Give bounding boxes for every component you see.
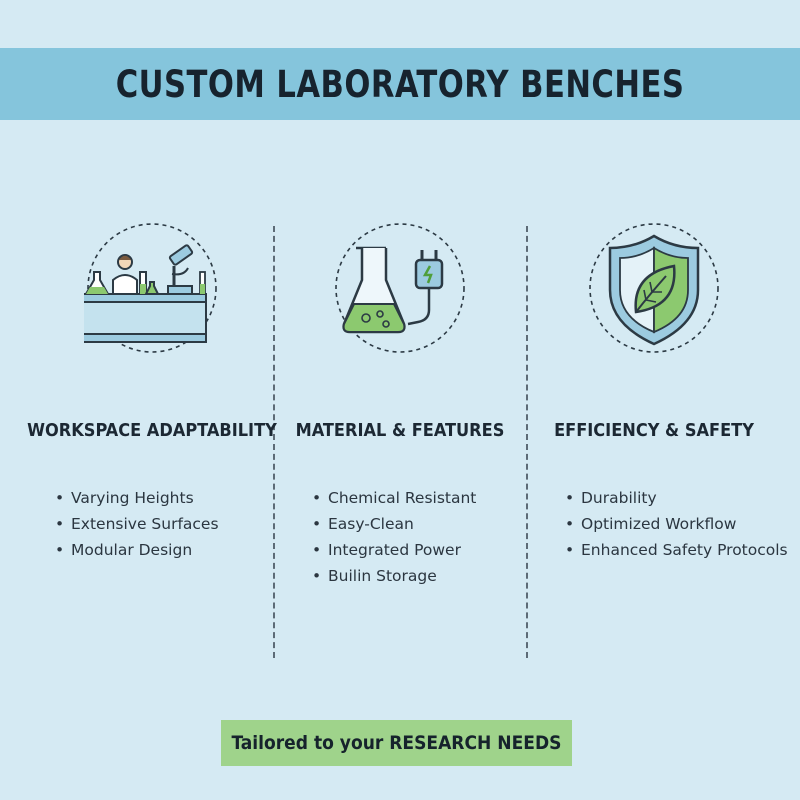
list-item: Modular Design xyxy=(55,537,219,563)
feature-column-efficiency: EFFICIENCY & SAFETY Durability Optimized… xyxy=(529,220,788,559)
column-heading: MATERIAL & FEATURES xyxy=(295,420,505,441)
list-item: Chemical Resistant xyxy=(312,485,476,511)
page-title: CUSTOM LABORATORY BENCHES xyxy=(115,62,685,106)
list-item: Enhanced Safety Protocols xyxy=(565,537,788,563)
column-divider xyxy=(526,226,528,658)
feature-list: Varying Heights Extensive Surfaces Modul… xyxy=(55,485,219,563)
list-item: Easy-Clean xyxy=(312,511,476,537)
feature-list: Durability Optimized Workflow Enhanced S… xyxy=(565,485,788,563)
flask-plug-icon xyxy=(332,220,468,356)
list-item: Varying Heights xyxy=(55,485,219,511)
list-item: Builin Storage xyxy=(312,563,476,589)
feature-column-material: MATERIAL & FEATURES Chemical Resistant E… xyxy=(275,220,525,585)
list-item: Optimized Workflow xyxy=(565,511,788,537)
column-divider xyxy=(273,226,275,658)
list-item: Integrated Power xyxy=(312,537,476,563)
shield-leaf-icon xyxy=(586,220,722,356)
list-item: Durability xyxy=(565,485,788,511)
feature-list: Chemical Resistant Easy-Clean Integrated… xyxy=(312,485,476,589)
feature-column-workspace: WORKSPACE ADAPTABILITY Varying Heights E… xyxy=(27,220,277,559)
column-heading: EFFICIENCY & SAFETY xyxy=(554,420,754,441)
tagline-badge: Tailored to your RESEARCH NEEDS xyxy=(221,720,572,766)
list-item: Extensive Surfaces xyxy=(55,511,219,537)
title-banner: CUSTOM LABORATORY BENCHES xyxy=(0,48,800,120)
column-heading: WORKSPACE ADAPTABILITY xyxy=(27,420,277,441)
lab-bench-scientist-icon xyxy=(84,220,220,356)
tagline-text: Tailored to your RESEARCH NEEDS xyxy=(231,732,562,754)
